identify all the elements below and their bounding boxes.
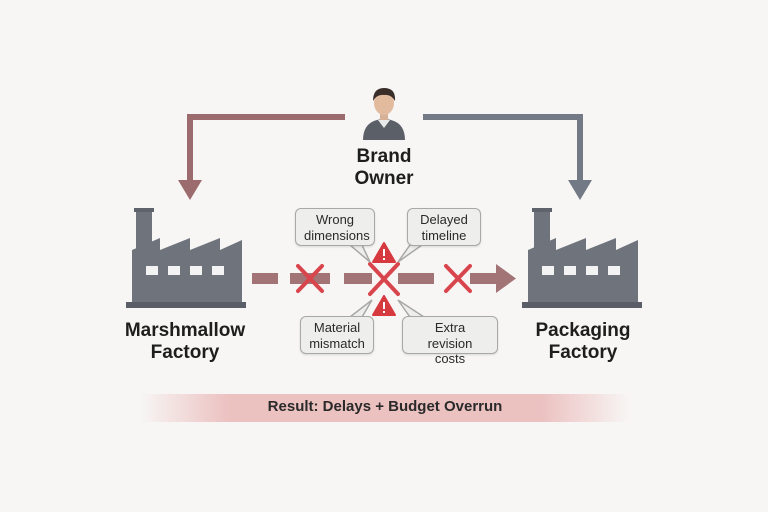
result-highlight-band [140,394,630,422]
cross-icon [444,264,472,293]
packaging-factory-label: Packaging Factory [508,320,658,365]
cross-icon [368,262,400,296]
result-summary: Result: Delays + Budget Overrun [267,398,503,415]
callout-line: Wrong [315,212,355,227]
callout-line: costs [434,351,466,367]
marshmallow-factory-label-line2: Factory [150,342,220,364]
issue-callout-extra-revision-costs: Extra revision costs [402,316,498,366]
marshmallow-factory-label: Marshmallow Factory [105,320,265,365]
packaging-factory-label-line1: Packaging [535,320,631,341]
issue-callout-wrong-dimensions: Wrong dimensions [295,208,375,246]
callout-line: mismatch [309,335,365,351]
callout-line: Material [313,320,361,335]
warning-icon [372,295,396,316]
marshmallow-factory-label-line1: Marshmallow [124,320,246,341]
callout-line: timeline [421,227,467,243]
callout-line: dimensions [304,227,370,243]
brand-owner-label-line1: Brand [356,146,412,167]
issue-callout-material-mismatch: Material mismatch [300,316,374,354]
warning-icon [372,242,396,263]
callout-line: Delayed [420,212,468,227]
owner-to-marshmallow-arrow [178,114,345,200]
callout-line: Extra revision [427,320,473,351]
person-icon [363,88,405,140]
packaging-factory-icon [522,208,642,308]
cross-icon [296,264,324,293]
brand-owner-label: Brand Owner [334,146,434,191]
owner-to-packaging-arrow [423,114,592,200]
packaging-factory-label-line2: Factory [548,342,618,364]
marshmallow-factory-icon [126,208,246,308]
brand-owner-label-line2: Owner [354,168,414,190]
issue-callout-delayed-timeline: Delayed timeline [407,208,481,246]
